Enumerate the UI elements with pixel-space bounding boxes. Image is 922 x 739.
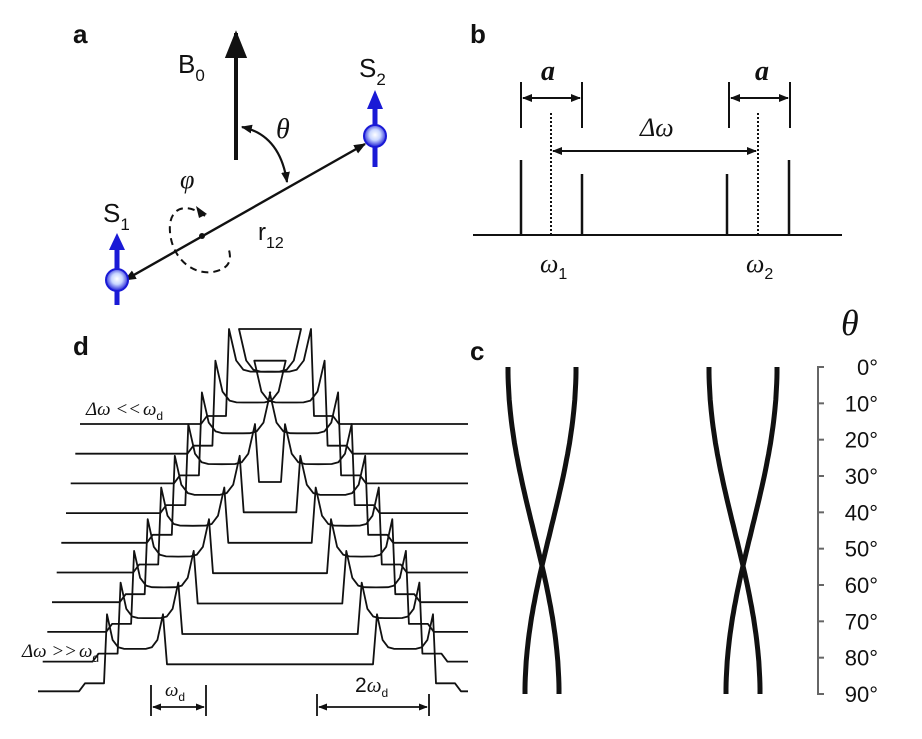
- panel-c-label: c: [470, 336, 484, 366]
- spectrum-trace-10: [38, 613, 468, 693]
- line-position-curve-1-1: [522, 367, 579, 694]
- line-position-curves: [505, 367, 780, 694]
- panel-a: a B0 r12 θ φ S1 S2: [73, 19, 387, 305]
- panel-b: b a a Δω ω1 ω2: [470, 19, 842, 283]
- theta-label: θ: [276, 114, 290, 145]
- theta-tick-label: 70°: [845, 609, 878, 634]
- delta-omega-label: Δω: [639, 113, 674, 142]
- b0-label: B0: [178, 49, 205, 85]
- spectrum-trace-1: [80, 328, 468, 425]
- annotation-weak-separation: Δω <<ωd: [85, 399, 163, 423]
- coupling-left-label: a: [541, 56, 555, 87]
- theta-axis-line: [817, 366, 824, 695]
- spectrum-trace-3: [70, 391, 468, 485]
- annotation-strong-separation: Δω >>ωd: [21, 641, 99, 665]
- panel-c: c θ 0° 10° 20° 30° 40° 50° 60° 70° 80° 90°: [470, 303, 878, 707]
- theta-tick-label: 40°: [845, 500, 878, 525]
- width-right-label: 2ωd: [355, 673, 388, 700]
- omega1-label: ω1: [540, 249, 567, 283]
- panel-d: d Δω <<ωd Δω >>ωd ωd 2ωd: [21, 328, 468, 716]
- midpoint-dot: [199, 233, 205, 239]
- spin-s1-icon: [105, 233, 129, 305]
- spectrum-trace-4: [66, 423, 468, 514]
- phi-rotation-loop: [168, 207, 231, 274]
- theta-tick-label: 60°: [845, 573, 878, 598]
- theta-tick-label: 80°: [845, 646, 878, 671]
- panel-b-label: b: [470, 19, 486, 49]
- width-left-label: ωd: [165, 680, 185, 704]
- theta-axis-title: θ: [841, 303, 859, 343]
- theta-tick-label: 50°: [845, 537, 878, 562]
- r12-label: r12: [258, 219, 284, 252]
- theta-tick-label: 20°: [845, 428, 878, 453]
- theta-axis: 0° 10° 20° 30° 40° 50° 60° 70° 80° 90°: [817, 355, 878, 707]
- spectrum-trace-7: [52, 518, 468, 604]
- coupling-right-label: a: [755, 56, 769, 87]
- panel-d-label: d: [73, 331, 89, 361]
- theta-tick-label: 10°: [845, 391, 878, 416]
- line-position-curve-1-2: [505, 367, 562, 694]
- spectrum-trace-9: [42, 581, 468, 663]
- panel-a-label: a: [73, 19, 88, 49]
- line-position-curve-2-1: [723, 367, 780, 694]
- r12-vector: [123, 142, 367, 282]
- s2-label: S2: [359, 53, 386, 89]
- spectrum-trace-6: [56, 486, 468, 574]
- line-position-curve-2-2: [706, 367, 763, 694]
- phi-arrowhead-icon: [196, 206, 207, 218]
- spectrum-trace-2: [75, 359, 468, 455]
- spectrum-trace-5: [61, 454, 468, 544]
- phi-label: φ: [180, 165, 194, 194]
- theta-tick-label: 30°: [845, 464, 878, 489]
- omega2-label: ω2: [746, 249, 773, 283]
- spectrum-trace-8: [47, 550, 468, 633]
- theta-arc: [240, 124, 290, 184]
- spin-s2-icon: [363, 90, 387, 167]
- theta-tick-label: 0°: [857, 355, 878, 380]
- theta-tick-label: 90°: [845, 682, 878, 707]
- s1-label: S1: [103, 198, 130, 234]
- stacked-spectra: [38, 328, 468, 693]
